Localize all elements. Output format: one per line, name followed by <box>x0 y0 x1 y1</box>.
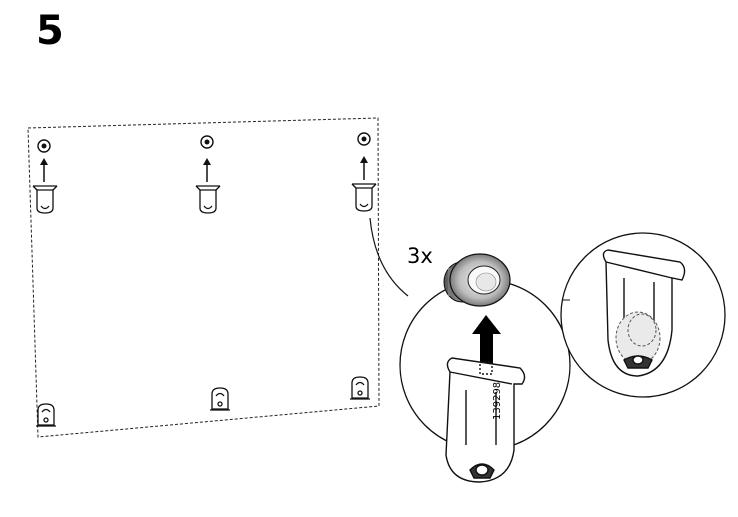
bracket-hook-icon <box>210 387 230 411</box>
bracket-hook-icon <box>351 183 377 212</box>
wall-pin-icon <box>200 135 214 149</box>
wall-pin-icon <box>357 132 371 146</box>
bracket-hook-icon <box>32 185 58 214</box>
step-number: 5 <box>36 8 64 54</box>
article-number: 139298 <box>492 381 503 420</box>
bracket-hook-icon <box>36 403 56 427</box>
cap-insert-icon <box>443 253 511 307</box>
up-arrow-icon <box>40 158 48 182</box>
wall-pin-icon <box>37 139 51 153</box>
bracket-hook-icon <box>195 185 221 214</box>
up-arrow-icon <box>360 156 368 180</box>
bracket-closeup-icon <box>602 249 686 377</box>
callout-leader <box>369 217 409 297</box>
quantity-label: 3x <box>407 244 433 268</box>
panel-outline <box>27 117 380 438</box>
up-arrow-icon <box>203 158 211 182</box>
large-bracket-icon <box>445 357 526 483</box>
bracket-hook-icon <box>350 376 370 400</box>
insert-arrow-icon <box>472 315 501 365</box>
